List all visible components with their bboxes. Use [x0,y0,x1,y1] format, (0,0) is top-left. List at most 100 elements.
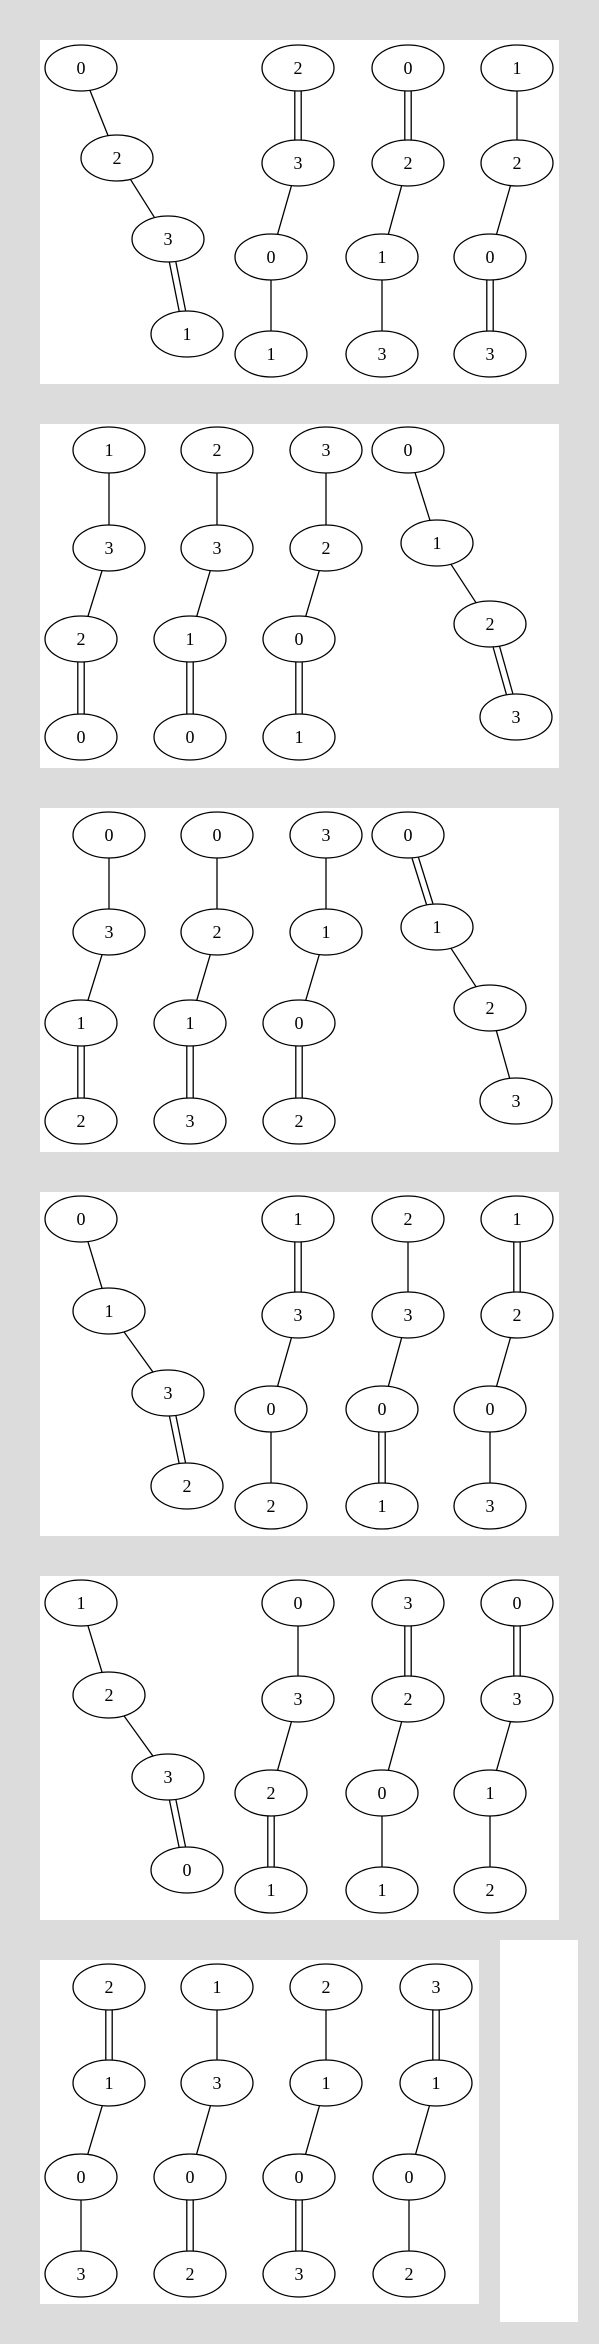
bond-p4-c1-e3-double-b [175,1415,187,1463]
node-label: 3 [164,229,173,249]
node-p5-c4-n1: 0 [480,1579,554,1627]
node-label: 1 [322,2073,331,2093]
node-ellipse [72,426,146,474]
node-ellipse [72,2059,146,2107]
bond-p5-c1-e1-single [87,1625,103,1673]
node-label: 3 [512,707,521,727]
node-label: 3 [322,440,331,460]
node-ellipse [131,1369,205,1417]
bond-p4-c2-e2-single [276,1337,293,1387]
node-label: 3 [513,1689,522,1709]
node-p4-c3-n3: 0 [345,1385,419,1433]
bond-p5-c2-e2-single [276,1721,293,1771]
node-ellipse [479,693,553,741]
node-label: 0 [405,2167,414,2187]
node-p4-c4-n2: 2 [480,1291,554,1339]
node-label: 3 [512,1091,521,1111]
bond-p6-c1-e2-single [87,2105,103,2155]
node-label: 1 [105,2073,114,2093]
node-p2-c1-n3: 2 [44,615,118,663]
node-ellipse [453,1769,527,1817]
graph-panel-1 [40,40,559,384]
graph-panel-3 [40,808,559,1152]
node-ellipse [44,713,118,761]
node-p1-c3-n2: 2 [371,139,445,187]
node-p4-c4-n3: 0 [453,1385,527,1433]
node-label: 2 [213,922,222,942]
node-p4-c3-n2: 3 [371,1291,445,1339]
node-ellipse [180,2059,254,2107]
bond-p4-c1-e1-single [87,1241,103,1289]
node-p1-c2-n2: 3 [261,139,335,187]
node-label: 1 [486,1783,495,1803]
bond-p4-c4-e2-single [495,1337,512,1387]
node-label: 3 [295,2264,304,2284]
node-p4-c1-n2: 1 [72,1287,146,1335]
node-label: 1 [513,58,522,78]
node-p5-c3-n2: 2 [371,1675,445,1723]
node-label: 1 [105,440,114,460]
node-ellipse [453,1482,527,1530]
node-p3-c2-n4: 3 [153,1097,227,1145]
node-ellipse [400,519,474,567]
bond-p1-c4-e2-single [495,185,512,235]
node-p3-c4-n4: 3 [479,1077,553,1125]
bond-p2-c4-e1-single [414,472,431,521]
node-ellipse [453,330,527,378]
node-label: 0 [295,629,304,649]
node-p6-c2-n3: 0 [153,2153,227,2201]
node-label: 3 [432,1977,441,1997]
node-p2-c3-n2: 2 [289,524,363,572]
node-p5-c4-n3: 1 [453,1769,527,1817]
node-label: 3 [322,825,331,845]
node-ellipse [234,1385,308,1433]
node-label: 2 [322,1977,331,1997]
node-p2-c3-n1: 3 [289,426,363,474]
node-ellipse [289,1963,363,2011]
node-ellipse [453,1866,527,1914]
node-p2-c2-n2: 3 [180,524,254,572]
node-p4-c1-n4: 2 [150,1462,224,1510]
node-p1-c3-n4: 3 [345,330,419,378]
graph-panel-5 [40,1576,559,1920]
node-p3-c1-n4: 2 [44,1097,118,1145]
node-ellipse [262,999,336,1047]
node-ellipse [72,908,146,956]
node-ellipse [261,139,335,187]
node-ellipse [371,1579,445,1627]
bond-p3-c4-e1-double-a [411,858,428,906]
node-p4-c4-n4: 3 [453,1482,527,1530]
node-ellipse [80,134,154,182]
node-label: 0 [77,2167,86,2187]
bond-p4-c3-e2-single [387,1337,403,1387]
node-p1-c3-n3: 1 [345,233,419,281]
node-p6-c3-n1: 2 [289,1963,363,2011]
node-ellipse [453,1385,527,1433]
node-p1-c4-n3: 0 [453,233,527,281]
node-p2-c3-n4: 1 [262,713,336,761]
node-p4-c2-n1: 1 [261,1195,335,1243]
node-p6-c4-n4: 2 [372,2250,446,2298]
node-ellipse [289,908,363,956]
node-ellipse [262,1097,336,1145]
node-label: 0 [77,727,86,747]
node-label: 1 [378,1496,387,1516]
node-ellipse [345,1769,419,1817]
bond-p3-c4-e3-single [495,1030,511,1079]
node-ellipse [372,2250,446,2298]
node-ellipse [480,1195,554,1243]
node-ellipse [44,1195,118,1243]
node-label: 0 [404,825,413,845]
node-label: 1 [77,1593,86,1613]
node-label: 3 [404,1593,413,1613]
node-p5-c1-n3: 3 [131,1753,205,1801]
node-ellipse [44,999,118,1047]
node-p1-c2-n4: 1 [234,330,308,378]
node-ellipse [72,1671,146,1719]
node-p6-c2-n1: 1 [180,1963,254,2011]
node-label: 1 [378,1880,387,1900]
graph-panel-6 [40,1960,479,2304]
bond-p4-c1-e2-single [123,1331,154,1373]
node-label: 3 [486,344,495,364]
node-p3-c3-n3: 0 [262,999,336,1047]
